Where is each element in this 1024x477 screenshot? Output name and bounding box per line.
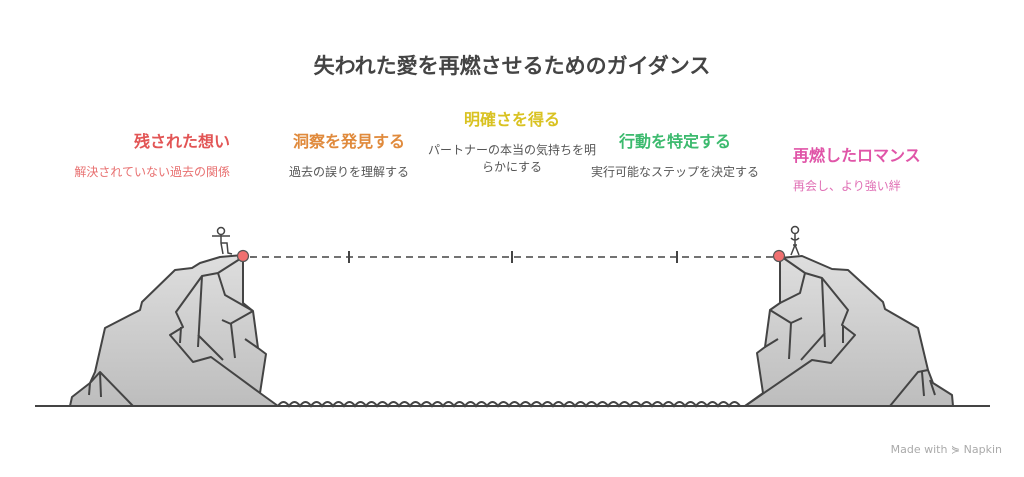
step-gain-clarity: 明確さを得る パートナーの本当の気持ちを明らかにする bbox=[427, 106, 597, 176]
diagram-title: 失われた愛を再燃させるためのガイダンス bbox=[313, 54, 711, 78]
step-heading: 行動を特定する bbox=[618, 132, 731, 151]
water-waves bbox=[277, 401, 741, 408]
step-description: パートナーの本当の気持ちを明らかにする bbox=[427, 143, 596, 174]
step-discover-insight: 洞察を発見する 過去の誤りを理解する bbox=[264, 128, 434, 181]
person-right-icon bbox=[790, 225, 800, 256]
step-heading: 再燃したロマンス bbox=[793, 146, 921, 165]
end-point-marker bbox=[772, 249, 786, 263]
right-cliff bbox=[744, 255, 954, 407]
person-left-icon bbox=[212, 226, 233, 255]
napkin-watermark: Made with ⋟ Napkin bbox=[890, 443, 1002, 456]
step-heading: 洞察を発見する bbox=[292, 132, 405, 151]
step-heading: 残された想い bbox=[133, 132, 230, 151]
left-cliff bbox=[69, 254, 279, 407]
step-description: 過去の誤りを理解する bbox=[288, 165, 409, 179]
start-point-marker bbox=[236, 249, 250, 263]
step-lingering-feelings: 残された想い 解決されていない過去の関係 bbox=[60, 128, 230, 181]
milestone-ticks bbox=[348, 251, 678, 263]
step-rekindled-romance: 再燃したロマンス 再会し、より強い絆 bbox=[793, 142, 963, 195]
step-identify-actions: 行動を特定する 実行可能なステップを決定する bbox=[590, 128, 760, 181]
step-description: 解決されていない過去の関係 bbox=[74, 165, 230, 179]
step-description: 再会し、より強い絆 bbox=[793, 179, 901, 193]
step-description: 実行可能なステップを決定する bbox=[590, 165, 759, 179]
step-heading: 明確さを得る bbox=[463, 110, 560, 129]
